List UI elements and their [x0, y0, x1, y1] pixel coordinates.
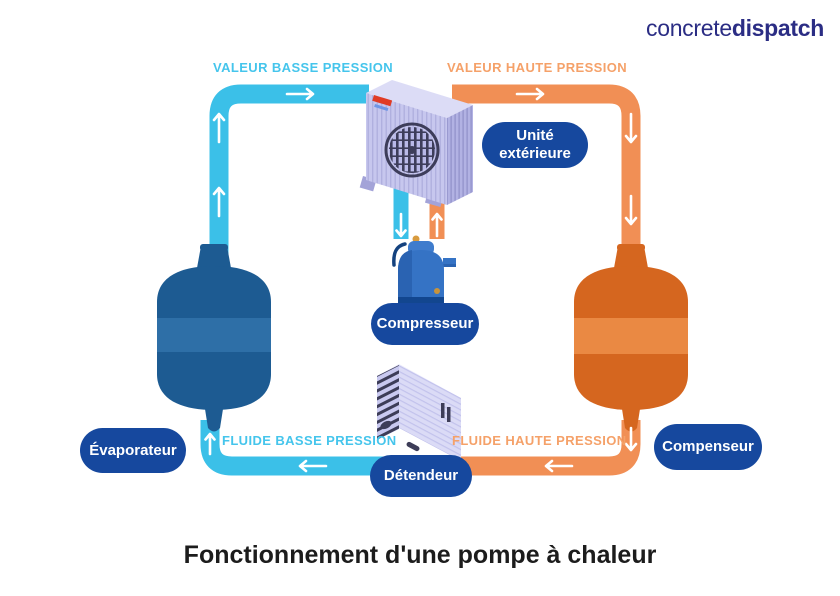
compressor-handle	[392, 242, 407, 267]
badge-compresseur: Compresseur	[371, 303, 479, 345]
evaporator-nozzle	[205, 409, 223, 432]
badge-unite-exterieure: Unité extérieure	[482, 122, 588, 168]
valve-front-face	[399, 365, 461, 461]
flow-arrow-up-corner	[204, 432, 216, 456]
badge-detendeur: Détendeur	[370, 455, 472, 497]
expansion-valve-illustration	[377, 364, 461, 461]
condenser-tank	[574, 244, 688, 432]
valve-dash-1	[441, 403, 445, 418]
compressor-body-shade	[398, 250, 412, 308]
diagram-title: Fonctionnement d'une pompe à chaleur	[183, 541, 657, 569]
unit-label-blue-stripe	[374, 104, 389, 111]
evaporator-tank	[157, 244, 271, 432]
compressor-spout	[443, 258, 456, 267]
flow-arrow-up-2	[212, 186, 226, 218]
condenser-nozzle	[622, 409, 640, 432]
flow-arrow-down-2	[624, 194, 638, 226]
compressor-base-shadow	[398, 297, 444, 308]
outdoor-unit-top-face	[366, 80, 473, 118]
badge-compenseur: Compenseur	[654, 424, 762, 470]
outdoor-unit-illustration	[359, 80, 473, 207]
evaporator-cap	[200, 244, 228, 251]
unit-label-red-stripe	[372, 94, 393, 107]
condenser-cap	[617, 244, 645, 251]
flow-arrow-out-of-compressor	[431, 212, 443, 238]
label-valeur-basse-pression: VALEUR BASSE PRESSION	[213, 60, 394, 75]
compressor-illustration	[392, 235, 456, 308]
flow-arrow-left-1	[298, 459, 328, 473]
flow-arrow-up-1	[212, 112, 226, 144]
flow-arrow-down-1	[624, 112, 638, 144]
valve-vent-face	[377, 365, 399, 440]
condenser-band	[574, 318, 688, 354]
evaporator-neck	[197, 246, 231, 268]
condenser-neck	[614, 246, 648, 268]
flow-arrow-down-corner	[624, 426, 638, 452]
compressor-fitting	[434, 288, 440, 294]
valve-foot-dash	[406, 441, 420, 452]
brand-logo-regular: concrete	[646, 15, 732, 41]
outdoor-unit-side-face	[447, 105, 473, 205]
flow-arrows	[204, 87, 638, 473]
valve-vent-oval	[380, 420, 392, 430]
fan-hub	[408, 146, 416, 154]
valve-dash-2	[447, 407, 451, 422]
flow-arrow-into-compressor	[395, 212, 407, 238]
evaporator-band	[157, 318, 271, 352]
compressor-spout-shade	[443, 264, 456, 267]
low-pressure-pipe-top	[209, 84, 369, 255]
compressor-valve-knob	[412, 235, 420, 243]
flow-arrow-left-2	[544, 459, 574, 473]
heat-pump-diagram	[157, 80, 688, 476]
brand-logo: concretedispatch	[646, 15, 824, 42]
label-fluide-haute-pression: FLUIDE HAUTE PRESSION	[452, 433, 627, 448]
high-pressure-pipe-top	[452, 84, 641, 255]
badge-evaporateur: Évaporateur	[80, 428, 186, 473]
label-fluide-basse-pression: FLUIDE BASSE PRESSION	[222, 433, 397, 448]
label-valeur-haute-pression: VALEUR HAUTE PRESSION	[447, 60, 628, 75]
flow-arrow-right-1	[285, 87, 315, 101]
flow-arrow-right-2	[515, 87, 545, 101]
fan-ring	[384, 122, 440, 178]
brand-logo-bold: dispatch	[731, 15, 824, 41]
